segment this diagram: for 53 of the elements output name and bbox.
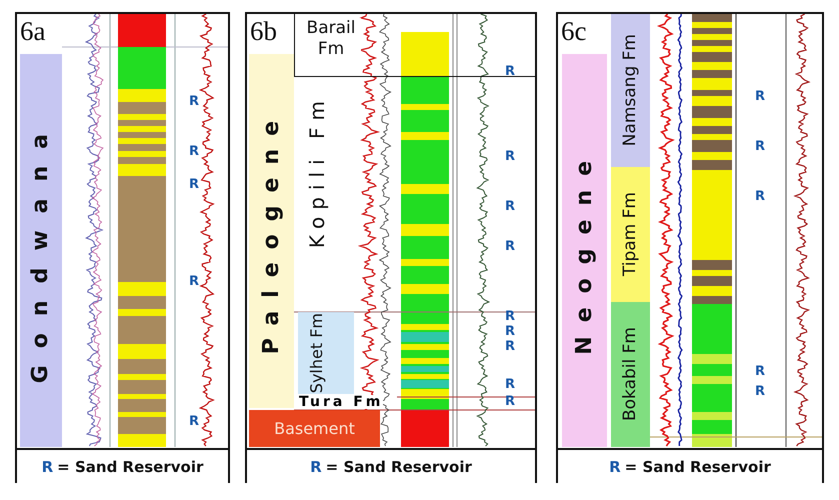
reservoir-symbol: R [505,310,516,323]
reservoir-symbol: R [189,178,200,191]
reservoir-symbol: R [189,145,200,158]
reservoir-symbol: R [189,275,200,288]
reservoir-symbol: R [505,240,516,253]
panel-frame [15,12,230,483]
formation-band [611,14,650,167]
legend-bar [17,448,228,483]
reservoir-symbol: R [755,385,766,398]
formation-label: Namsang Fm [622,34,639,147]
reservoir-symbol: R [609,458,621,476]
reservoir-symbol: R [755,90,766,103]
reservoir-symbol: R [42,458,54,476]
reservoir-symbol: R [755,365,766,378]
reservoir-symbol: R [505,378,516,391]
panel-frame [245,12,537,483]
legend-bar [247,448,535,483]
formation-box [294,14,535,77]
formation-box [249,410,380,447]
era-label: Paleogene [260,108,282,354]
panel-label: 6b [250,16,277,46]
formation-label: Tipam Fm [622,192,639,277]
reservoir-symbol: R [189,415,200,428]
panel-label: 6a [20,16,46,46]
legend-bar [558,448,822,483]
legend-text: = Sand Reservoir [624,458,771,476]
reservoir-symbol: R [505,395,516,408]
formation-label: Sylhet Fm [309,312,328,394]
formation-band [562,54,607,447]
reservoir-symbol: R [505,65,516,78]
era-label: Gondwana [30,117,52,384]
formation-label: Basement [274,419,355,438]
formation-label: Kopili Fm [307,94,327,248]
reservoir-symbol: R [755,190,766,203]
panel-label: 6c [561,16,586,46]
reservoir-symbol: R [505,325,516,338]
formation-label: Tura Fm [299,395,384,409]
era-label: Neogene [574,146,596,354]
panel-frame [556,12,824,483]
reservoir-symbol: R [755,140,766,153]
formation-label: Bokabil Fm [622,327,639,422]
formation-band [249,54,294,408]
formation-band [298,312,354,394]
reservoir-symbol: R [505,340,516,353]
reservoir-symbol: R [505,150,516,163]
reservoir-symbol: R [189,95,200,108]
formation-band [611,302,650,447]
formation-band [611,167,650,302]
reservoir-symbol: R [505,200,516,213]
legend-text: = Sand Reservoir [326,458,472,476]
reservoir-symbol: R [310,458,322,476]
legend-text: = Sand Reservoir [57,458,204,476]
formation-band [20,54,62,447]
